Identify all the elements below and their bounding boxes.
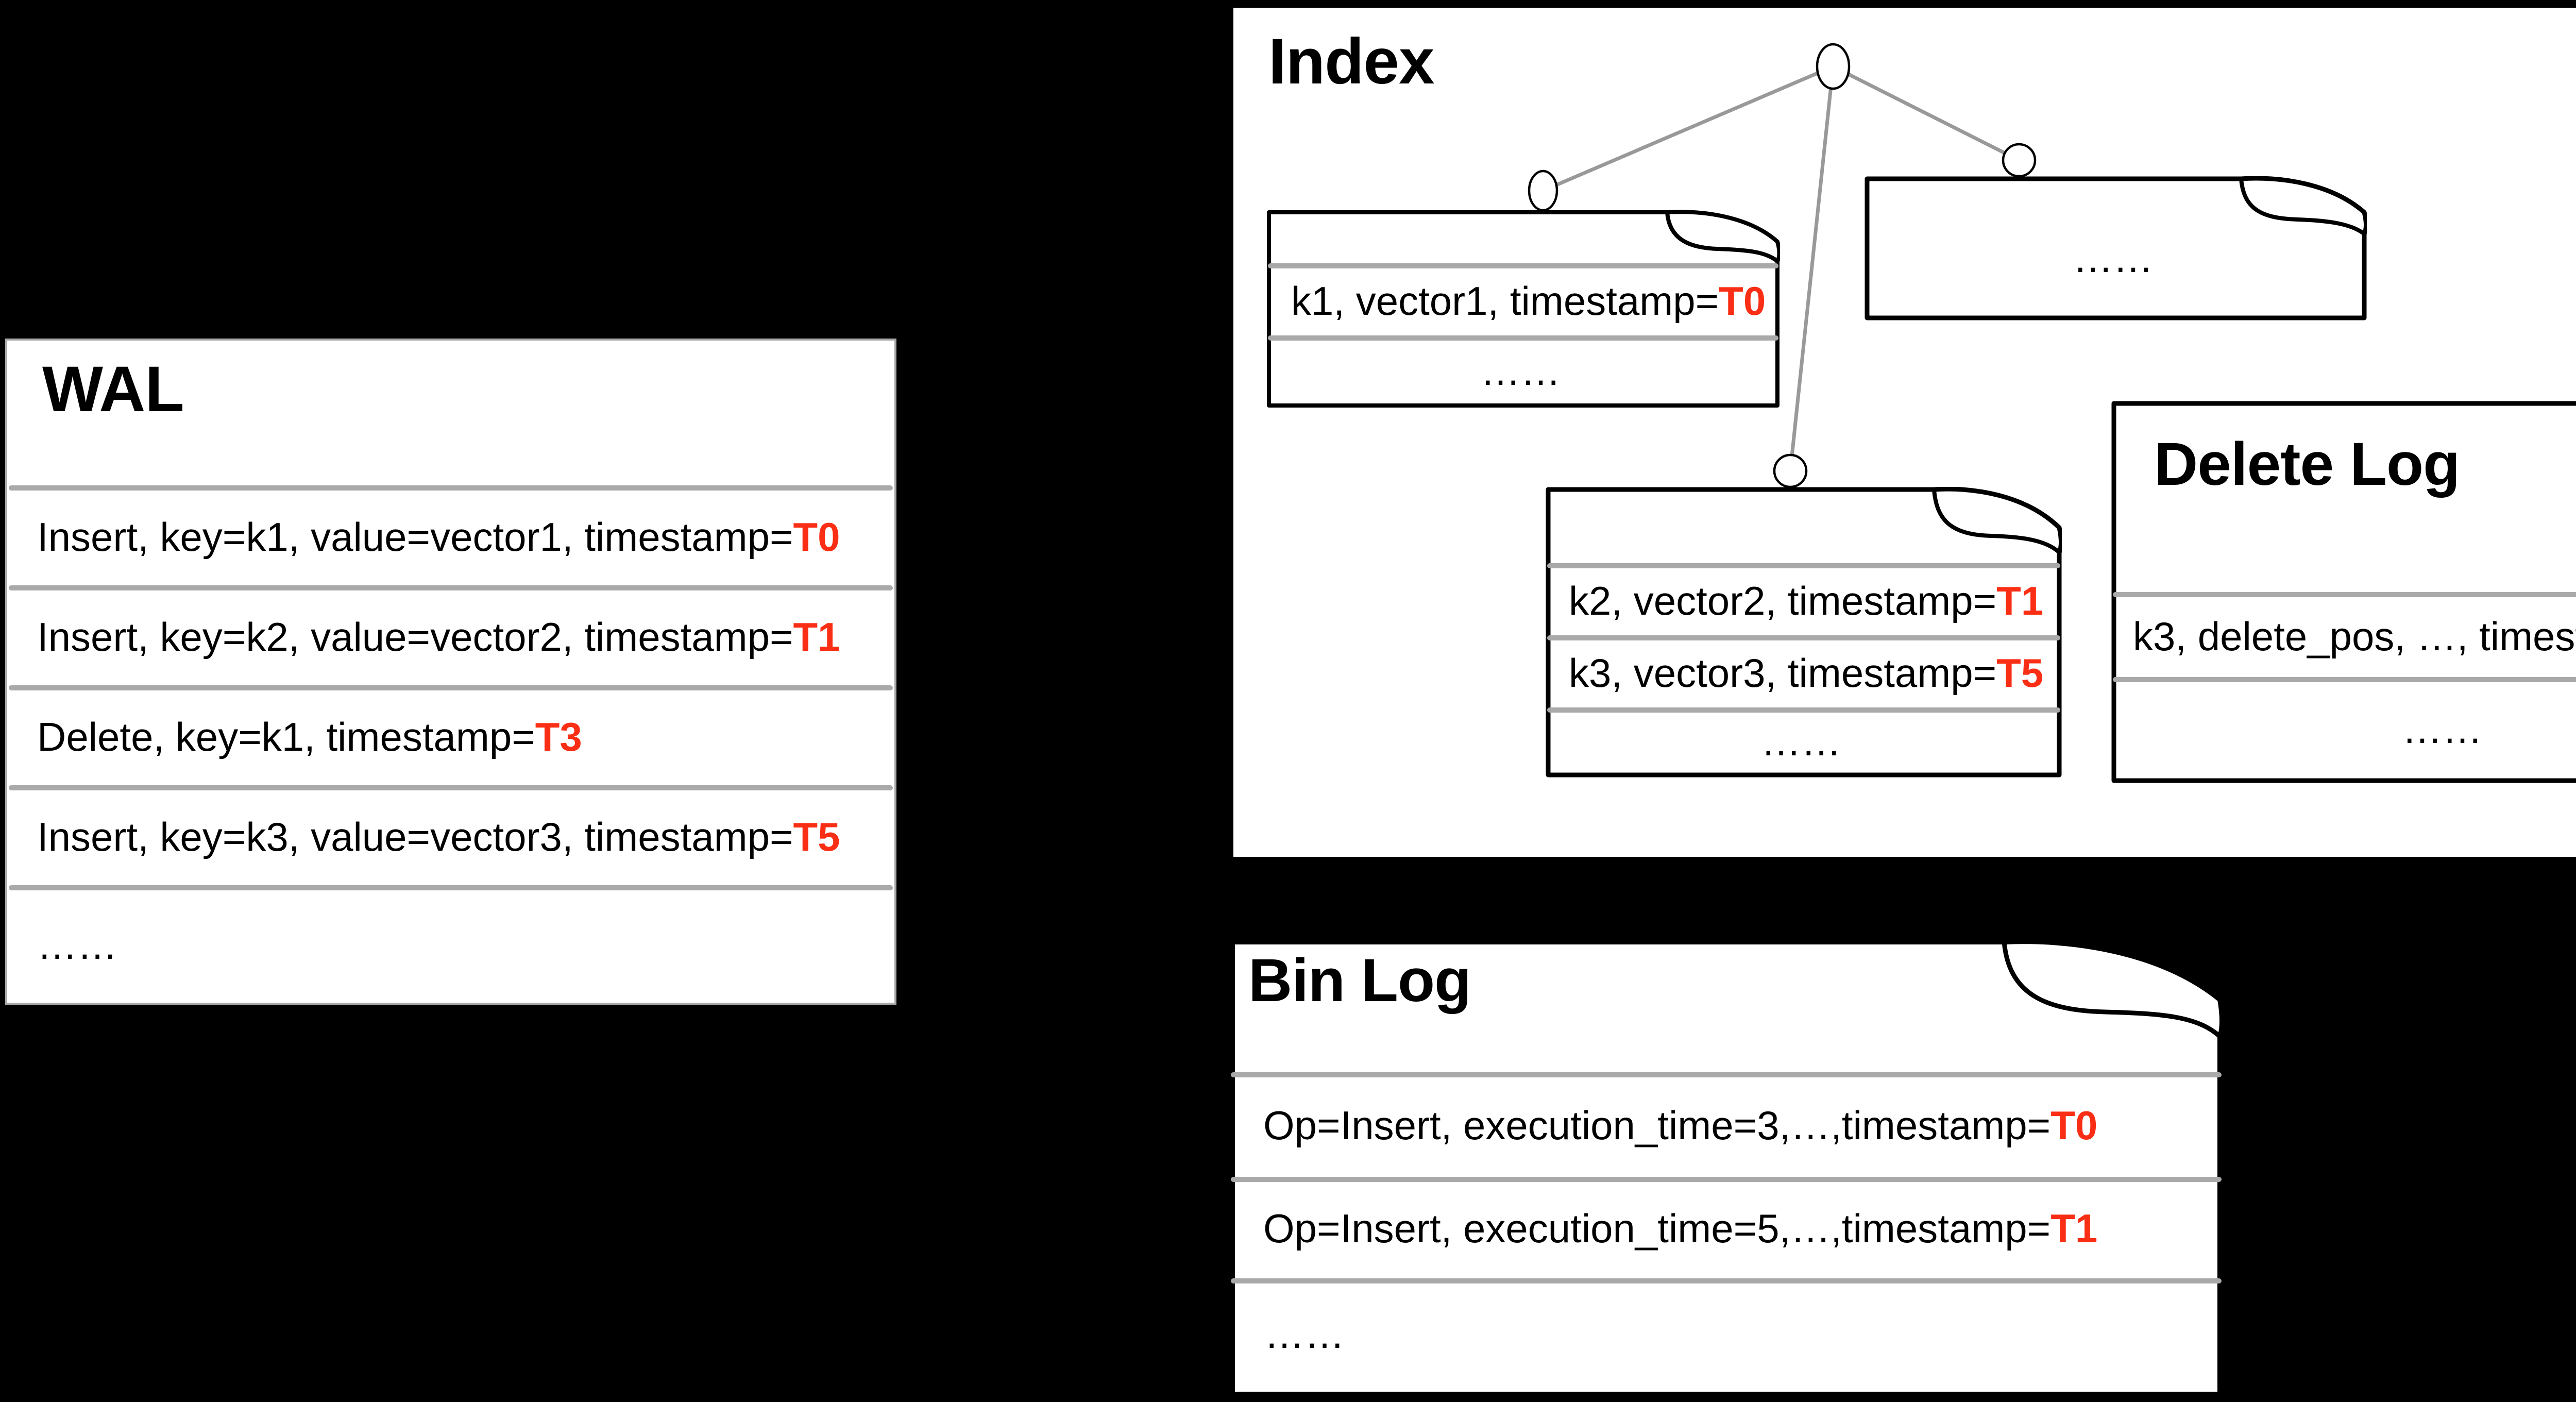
bin-log-separator	[1231, 1072, 2222, 1077]
delete-log-separator	[2113, 592, 2576, 597]
segment-separator	[1547, 563, 2060, 568]
timestamp-highlight: T1	[1996, 578, 2044, 624]
segment-separator	[1268, 263, 1778, 268]
wal-separator	[9, 885, 893, 890]
timestamp-highlight: T3	[535, 714, 582, 760]
segment-separator	[1547, 635, 2060, 640]
delete-log-row-text: ……	[2402, 706, 2483, 752]
timestamp-highlight: T1	[2050, 1205, 2098, 1251]
tree-edge	[1542, 64, 1834, 193]
index-segment-2-doc: k2, vector2, timestamp=T1 k3, vector3, t…	[1546, 487, 2062, 778]
document-fold	[2002, 939, 2223, 1039]
wal-title: WAL	[42, 353, 184, 425]
delete-log-title: Delete Log	[2154, 430, 2460, 498]
delete-log-row: k3, delete_pos, …, timestamp=T3	[2111, 594, 2576, 679]
segment-row: ……	[1266, 337, 1775, 406]
document-page	[1865, 176, 2367, 320]
bin-log-row: ……	[1229, 1280, 2218, 1389]
delete-log-separator	[2113, 677, 2576, 682]
index-segment-1-doc: k1, vector1, timestamp=T0 ……	[1266, 210, 1780, 408]
segment-row: ……	[1546, 710, 2057, 774]
timestamp-highlight: T0	[2050, 1102, 2098, 1148]
document-shape	[1267, 210, 1780, 408]
bin-log-row: Op=Insert, execution_time=5,…,timestamp=…	[1229, 1179, 2218, 1278]
bin-log-row: Op=Insert, execution_time=3,…,timestamp=…	[1229, 1074, 2218, 1177]
index-title: Index	[1268, 26, 1434, 97]
wal-row-text: Insert, key=k3, value=vector3, timestamp…	[37, 814, 793, 860]
segment-row: k2, vector2, timestamp=T1	[1546, 565, 2057, 637]
wal-row: Insert, key=k3, value=vector3, timestamp…	[7, 787, 889, 887]
document-fold	[1932, 487, 2061, 554]
bin-log-separator	[1231, 1177, 2222, 1182]
wal-separator	[9, 485, 893, 491]
wal-row-text: ……	[37, 922, 117, 968]
wal-row-text: Delete, key=k1, timestamp=	[37, 714, 535, 760]
timestamp-highlight: T0	[1719, 278, 1766, 324]
document-shape	[1546, 487, 2062, 778]
document-page	[1267, 210, 1780, 408]
delete-log-row-text: k3, delete_pos, …, timestamp=	[2133, 613, 2576, 659]
wal-row: Insert, key=k1, value=vector1, timestamp…	[7, 487, 889, 587]
segment-row: k3, vector3, timestamp=T5	[1546, 637, 2057, 710]
bin-log-doc: Bin Log Op=Insert, execution_time=3,…,ti…	[1229, 939, 2223, 1397]
wal-box: WAL Insert, key=k1, value=vector1, times…	[5, 339, 896, 1005]
segment-row: k1, vector1, timestamp=T0	[1266, 265, 1775, 337]
delete-log-doc: Delete Log k3, delete_pos, …, timestamp=…	[2111, 401, 2576, 783]
tree-child-node	[2002, 143, 2037, 178]
bin-log-row-text: ……	[1264, 1311, 1345, 1357]
timestamp-highlight: T0	[793, 514, 840, 560]
segment-row-text: ……	[2073, 235, 2154, 281]
bin-log-row-text: Op=Insert, execution_time=5,…,timestamp=	[1263, 1205, 2051, 1251]
segment-row: ……	[1865, 197, 2362, 320]
delete-log-row: ……	[2111, 679, 2576, 780]
wal-separator	[9, 685, 893, 690]
wal-row-text: Insert, key=k2, value=vector2, timestamp…	[37, 614, 793, 660]
wal-separator	[9, 785, 893, 790]
segment-row-text: k2, vector2, timestamp=	[1569, 578, 1997, 624]
index-tree-nodes	[1528, 43, 2037, 488]
timestamp-highlight: T1	[793, 614, 840, 660]
document-fold	[1665, 210, 1780, 263]
segment-row-text: ……	[1480, 348, 1561, 394]
bin-log-separator	[1231, 1278, 2222, 1283]
segment-row-text: k1, vector1, timestamp=	[1291, 278, 1719, 324]
document-page	[1546, 487, 2062, 778]
tree-root-node	[1816, 43, 1851, 90]
bin-log-row-text: Op=Insert, execution_time=3,…,timestamp=	[1263, 1102, 2051, 1148]
tree-child-node	[1528, 170, 1558, 212]
index-segment-3-doc: ……	[1865, 176, 2367, 320]
wal-separator	[9, 585, 893, 590]
document-shape	[1865, 176, 2367, 320]
document-fold	[2239, 177, 2366, 236]
wal-row-text: Insert, key=k1, value=vector1, timestamp…	[37, 514, 793, 560]
segment-separator	[1268, 335, 1778, 341]
wal-row: Delete, key=k1, timestamp=T3	[7, 687, 889, 787]
segment-separator	[1547, 707, 2060, 713]
index-tree-edges	[1542, 64, 2020, 471]
segment-row-text: k3, vector3, timestamp=	[1569, 650, 1997, 696]
tree-child-node	[1773, 453, 1808, 488]
segment-row-text: ……	[1761, 718, 1841, 764]
tree-edge	[1832, 64, 2020, 162]
wal-row: Insert, key=k2, value=vector2, timestamp…	[7, 587, 889, 687]
bin-log-title: Bin Log	[1248, 947, 1471, 1015]
timestamp-highlight: T5	[1996, 650, 2044, 696]
timestamp-highlight: T5	[793, 814, 840, 860]
tree-edge	[1788, 66, 1835, 471]
wal-row: ……	[7, 887, 889, 1003]
